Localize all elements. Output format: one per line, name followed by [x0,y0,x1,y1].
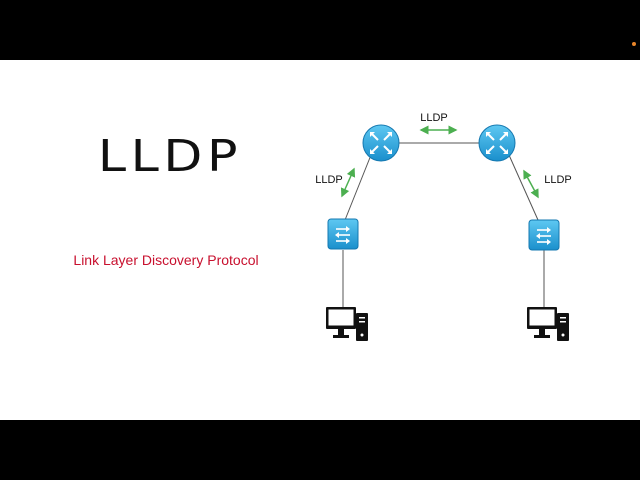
lldp-label-right: LLDP [544,174,572,186]
lldp-arrows [340,125,539,199]
slide-title: LLDP [97,131,243,182]
pc-left-icon [326,307,368,341]
switch-left-icon [327,218,359,250]
top-letterbox [0,0,640,60]
switch-right-icon [528,219,560,251]
slide-subtitle: Link Layer Discovery Protocol [73,252,259,268]
links [342,142,545,308]
router-left-icon [362,124,400,162]
router-right-icon [478,124,516,162]
lldp-arrow-right [523,169,539,199]
bottom-letterbox [0,420,640,480]
pc-right-icon [527,307,569,341]
lldp-label-left: LLDP [315,174,343,186]
link-left-router-switch [344,154,372,221]
lldp-label-top: LLDP [420,112,448,124]
lldp-arrow-left [340,167,356,198]
record-indicator-dot [632,42,636,46]
